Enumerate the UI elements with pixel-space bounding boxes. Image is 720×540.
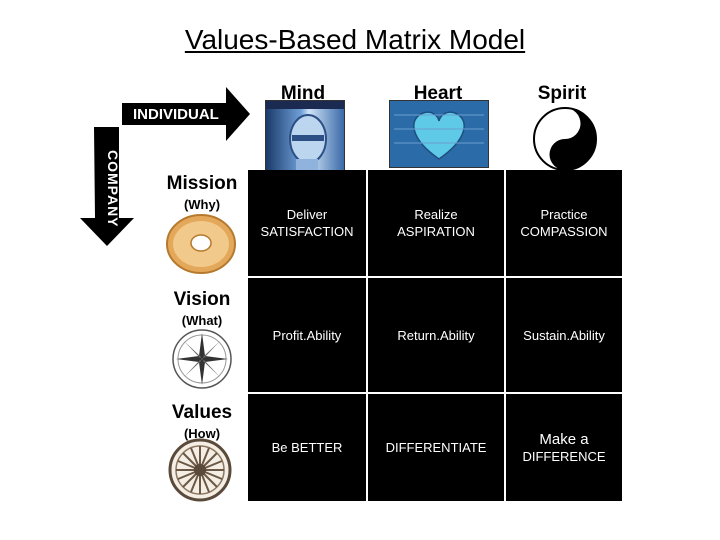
cell-line2: SATISFACTION <box>260 224 354 239</box>
cell-mission-spirit: Practice COMPASSION <box>506 170 622 276</box>
matrix-grid: Deliver SATISFACTION Realize ASPIRATION … <box>248 170 622 501</box>
cell-vision-heart: Return.Ability <box>368 278 504 392</box>
page-title: Values-Based Matrix Model <box>184 24 526 55</box>
company-arrow <box>80 127 134 246</box>
grid-divider <box>366 170 368 501</box>
company-label: COMPANY <box>105 150 121 228</box>
row-header-vision: Vision (What) <box>152 289 252 328</box>
cell-mission-mind: Deliver SATISFACTION <box>248 170 366 276</box>
individual-arrow <box>122 87 250 141</box>
row-sub-mission: (Why) <box>183 197 221 212</box>
head-icon <box>266 101 344 171</box>
heart-icon <box>394 111 484 160</box>
yin-yang-icon <box>533 107 597 171</box>
row-header-values: Values (How) <box>152 402 252 441</box>
cell-vision-mind: Profit.Ability <box>248 278 366 392</box>
row-title-values: Values <box>171 402 233 423</box>
cell-values-spirit: Make a DIFFERENCE <box>506 394 622 501</box>
mind-head-image <box>265 100 345 172</box>
cell-line1: Make a <box>539 430 589 448</box>
row-sub-values: (How) <box>183 426 221 441</box>
individual-label: INDIVIDUAL <box>133 106 219 123</box>
grid-divider <box>248 392 622 394</box>
cell-line2: Be BETTER <box>271 440 343 455</box>
grid-divider <box>248 276 622 278</box>
compass-icon <box>172 329 232 389</box>
cell-line1: Realize <box>414 207 458 222</box>
row-title-mission: Mission <box>166 173 238 194</box>
cell-line2: Sustain.Ability <box>523 327 605 343</box>
cell-line1: Deliver <box>286 207 328 222</box>
cell-values-mind: Be BETTER <box>248 394 366 501</box>
cell-mission-heart: Realize ASPIRATION <box>368 170 504 276</box>
cell-line2: ASPIRATION <box>397 224 475 239</box>
column-header-heart: Heart <box>413 83 463 104</box>
cell-line2: COMPASSION <box>520 224 608 239</box>
column-header-spirit: Spirit <box>537 83 587 104</box>
cell-vision-spirit: Sustain.Ability <box>506 278 622 392</box>
row-header-mission: Mission (Why) <box>152 173 252 212</box>
column-header-mind: Mind <box>280 83 326 104</box>
cell-line2: Profit.Ability <box>272 327 342 343</box>
cell-values-heart: DIFFERENTIATE <box>368 394 504 501</box>
wheel-icon <box>168 438 232 502</box>
cell-line2: Return.Ability <box>397 327 475 343</box>
cell-line2: DIFFERENCE <box>522 448 606 464</box>
cell-line1: Practice <box>540 207 588 222</box>
heart-image <box>389 100 489 168</box>
grid-divider <box>504 170 506 501</box>
donut-icon <box>166 214 236 274</box>
row-title-vision: Vision <box>173 289 231 310</box>
row-sub-vision: (What) <box>181 313 223 328</box>
cell-line2: DIFFERENTIATE <box>385 440 487 455</box>
